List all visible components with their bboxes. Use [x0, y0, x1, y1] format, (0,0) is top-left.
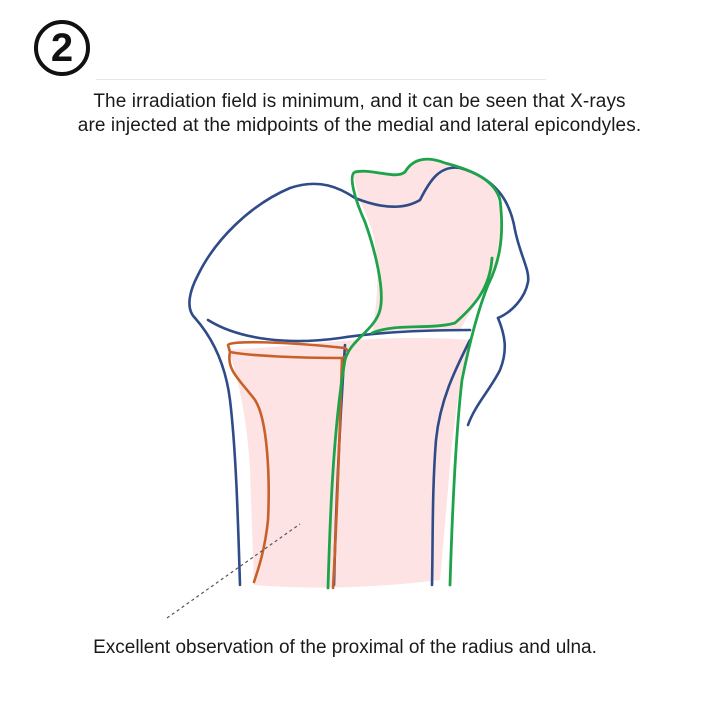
header-divider	[96, 79, 546, 80]
humerus-outline	[188, 166, 530, 320]
humerus-lateral-condyle	[466, 316, 507, 427]
description-caption: The irradiation field is minimum, and it…	[0, 90, 719, 138]
radius-lateral-edge	[430, 338, 472, 587]
olecranon-outline	[326, 157, 504, 590]
olecranon-fill	[353, 160, 502, 335]
caption-line-1: The irradiation field is minimum, and it…	[93, 91, 626, 112]
caption-line-2: are injected at the midpoints of the med…	[77, 115, 642, 136]
footnote-caption: Excellent observation of the proximal of…	[93, 637, 597, 658]
coronoid-process-outline	[370, 256, 494, 335]
humerus-medial-shaft	[193, 316, 242, 587]
radius-neck-outline	[228, 350, 270, 584]
step-number: 2	[50, 26, 74, 70]
humerus-distal-edge	[206, 318, 472, 343]
forearm-shaft-fill	[228, 337, 470, 588]
step-number-badge: 2	[34, 20, 90, 76]
